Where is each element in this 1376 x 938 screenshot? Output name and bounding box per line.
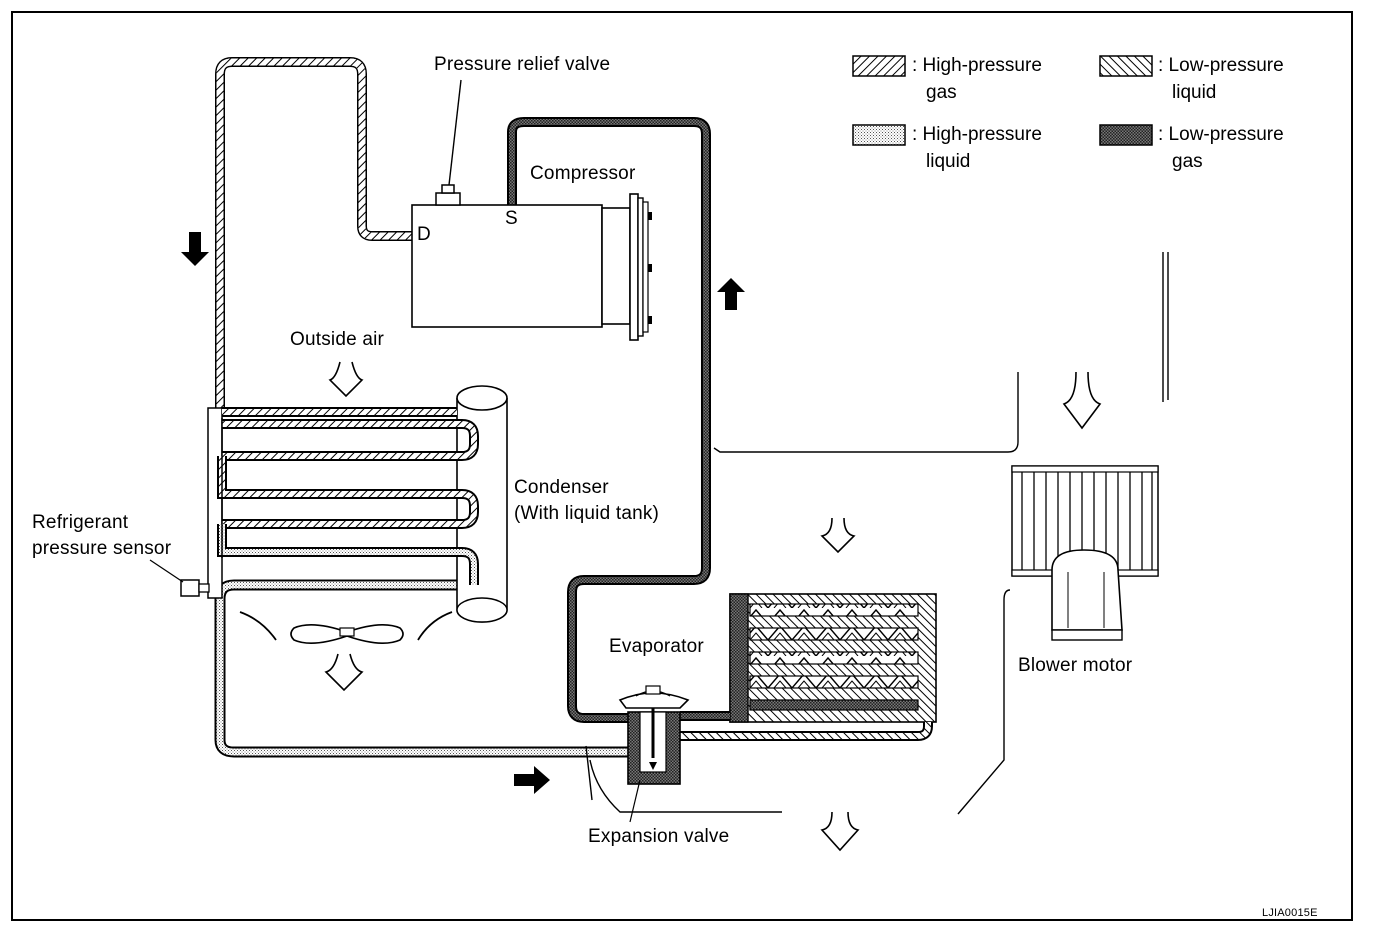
flow-arrow-right: [514, 766, 550, 794]
legend-hp-liquid-line2: liquid: [926, 151, 971, 172]
legend-hp-liquid-line1: : High-pressure: [912, 124, 1042, 145]
condenser-label-line1: Condenser: [514, 477, 609, 498]
refrigerant-pressure-sensor: [180, 579, 200, 597]
sensor-leader: [149, 559, 184, 583]
compressor-label: Compressor: [530, 163, 636, 184]
compressor-body: [411, 204, 603, 328]
blower-motor-label: Blower motor: [1018, 655, 1133, 676]
condenser: [149, 385, 508, 623]
legend-swatch-lp-liquid: [1099, 55, 1153, 77]
legend-swatch-hp-gas: [852, 55, 906, 77]
expansion-valve-leader: [629, 779, 641, 823]
legend-lp-gas-line2: gas: [1172, 151, 1203, 172]
discharge-port-label: D: [417, 224, 431, 245]
airflow-arrow-evaporator: [820, 517, 856, 554]
legend-lp-liquid-line2: liquid: [1172, 82, 1217, 103]
airflow-arrow-fan: [324, 653, 364, 692]
expansion-valve-label: Expansion valve: [588, 826, 730, 847]
legend-hp-gas-line2: gas: [926, 82, 957, 103]
expansion-valve: [618, 685, 690, 823]
diagram-frame: [11, 11, 1353, 921]
pressure-relief-valve-label: Pressure relief valve: [434, 54, 611, 75]
legend-lp-gas-line1: : Low-pressure: [1158, 124, 1284, 145]
condenser-label-line2: (With liquid tank): [514, 503, 660, 524]
hp-gas-pipe: [215, 57, 412, 410]
figure-code: LJIA0015E: [1262, 907, 1318, 919]
legend-swatch-hp-liquid: [852, 124, 906, 146]
flow-arrows: [181, 232, 745, 794]
evaporator: [680, 593, 937, 741]
suction-port-label: S: [505, 208, 518, 229]
legend-swatch-lp-gas: [1099, 124, 1153, 146]
lp-gas-pipe: [507, 117, 711, 723]
legend: [852, 55, 1153, 146]
outside-air-label: Outside air: [290, 329, 385, 350]
relief-valve-leader: [448, 79, 462, 186]
pressure-relief-valve: [435, 192, 461, 206]
condenser-fan: [239, 611, 453, 644]
airflow-arrows: [324, 361, 1102, 852]
liquid-tank: [456, 398, 508, 623]
legend-hp-gas-line1: : High-pressure: [912, 55, 1042, 76]
hvac-ductwork: [585, 252, 1169, 815]
blower-motor: [1051, 549, 1123, 631]
airflow-arrow-outlet: [820, 811, 860, 852]
blower: [1011, 465, 1159, 641]
flow-arrow-down: [181, 232, 209, 266]
sensor-label-line1: Refrigerant: [32, 512, 129, 533]
airflow-arrow-outside-air: [328, 361, 364, 398]
evaporator-label: Evaporator: [609, 636, 704, 657]
airflow-arrow-blower-inlet: [1062, 371, 1102, 430]
legend-lp-liquid-line1: : Low-pressure: [1158, 55, 1284, 76]
sensor-label-line2: pressure sensor: [32, 538, 172, 559]
flow-arrow-up: [717, 278, 745, 310]
compressor-pulley: [629, 193, 639, 341]
compressor: [411, 79, 652, 341]
hp-liquid-pipe: [214, 579, 628, 758]
